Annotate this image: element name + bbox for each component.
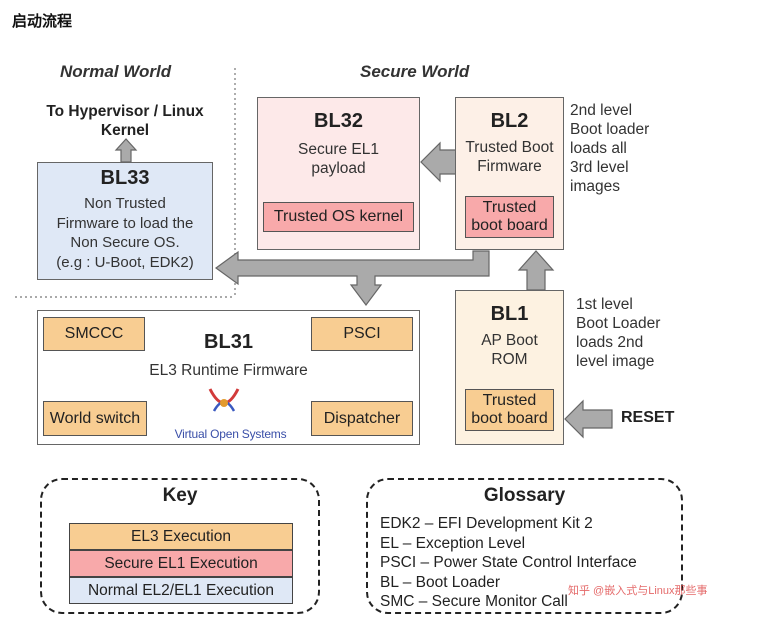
- secure-world-label: Secure World: [360, 62, 470, 81]
- bl2-chip-line: boot board: [471, 217, 548, 234]
- bl2-line: Firmware: [477, 158, 542, 175]
- bl1-title: BL1: [490, 303, 529, 325]
- psci-chip: PSCI: [311, 317, 413, 351]
- glossary-item: SMC – Secure Monitor Call: [380, 593, 568, 610]
- reset-label: RESET: [621, 409, 675, 426]
- normal-world-label: Normal World: [60, 62, 172, 81]
- smccc-chip: SMCCC: [43, 317, 145, 351]
- bl1-note: 1st level Boot Loader loads 2nd level im…: [576, 295, 660, 371]
- glossary-title: Glossary: [483, 485, 566, 506]
- arrow-bl2-to-bl32: [420, 141, 459, 183]
- arrow-bl33-to-kernel: [114, 138, 138, 163]
- bl2-note-line: 3rd level: [570, 159, 629, 176]
- bl33-line: Firmware to load the: [56, 214, 194, 232]
- arrow-bl1-to-bl2: [517, 250, 555, 291]
- glossary-box: Glossary EDK2 – EFI Development Kit 2 EL…: [366, 478, 683, 614]
- bl2-chip-line: Trusted: [482, 199, 537, 216]
- arrow-bl2-to-bl33: [214, 250, 490, 306]
- bl1-note-line: Boot Loader: [576, 315, 661, 332]
- bl33-line: Non Trusted: [84, 195, 166, 212]
- bl1-line: AP Boot: [481, 332, 538, 349]
- glossary-item: EL – Exception Level: [380, 534, 526, 552]
- key-title: Key: [162, 485, 198, 506]
- bl2-trusted-boot-board-chip: Trusted boot board: [465, 196, 554, 238]
- bl2-note: 2nd level Boot loader loads all 3rd leve…: [570, 101, 649, 196]
- bl1-box: BL1 AP Boot ROM Trusted boot board: [455, 290, 564, 445]
- bl1-note-line: loads 2nd: [576, 334, 644, 351]
- bl2-note-line: loads all: [570, 140, 627, 157]
- bl2-description: Trusted Boot Firmware: [456, 138, 563, 176]
- dispatcher-chip: Dispatcher: [311, 401, 413, 436]
- trusted-os-kernel-chip: Trusted OS kernel: [263, 202, 414, 232]
- bl32-description: Secure EL1 payload: [258, 140, 419, 178]
- bl2-title: BL2: [490, 110, 529, 132]
- bl33-description: Non Trusted Firmware to load the Non Sec…: [38, 194, 212, 272]
- bl2-box: BL2 Trusted Boot Firmware Trusted boot b…: [455, 97, 564, 250]
- glossary-item: BL – Boot Loader: [380, 573, 501, 591]
- page-title: 启动流程: [12, 13, 73, 30]
- arrow-reset-to-bl1: [564, 399, 613, 439]
- bl1-note-line: 1st level: [576, 296, 633, 313]
- bl1-description: AP Boot ROM: [456, 331, 563, 369]
- watermark: 知乎 @嵌入式与Linux那些事: [568, 585, 708, 597]
- hypervisor-label: To Hypervisor / Linux Kernel: [46, 103, 204, 139]
- bl32-title: BL32: [314, 110, 363, 132]
- bl31-subtitle: EL3 Runtime Firmware: [149, 362, 308, 379]
- key-row-el3: EL3 Execution: [69, 523, 293, 550]
- bl2-note-line: 2nd level: [570, 102, 633, 119]
- bl31-box: BL31 EL3 Runtime Firmware SMCCC PSCI Wor…: [37, 310, 420, 445]
- bl33-box: BL33 Non Trusted Firmware to load the No…: [37, 162, 213, 280]
- bl1-line: ROM: [491, 351, 528, 368]
- glossary-item: PSCI – Power State Control Interface: [380, 554, 637, 571]
- glossary-list: EDK2 – EFI Development Kit 2 EL – Except…: [380, 514, 637, 612]
- bl1-chip-line: Trusted: [482, 392, 537, 409]
- bl1-trusted-boot-board-chip: Trusted boot board: [465, 389, 554, 431]
- bl32-line: Secure EL1: [298, 141, 379, 158]
- bl31-title: BL31: [204, 331, 253, 353]
- bl1-chip-line: boot board: [471, 410, 548, 427]
- key-row-normal: Normal EL2/EL1 Execution: [69, 577, 293, 604]
- bl2-note-line: images: [570, 178, 620, 195]
- virtual-open-systems-logo-icon: [208, 388, 240, 412]
- key-row-secure-el1: Secure EL1 Execution: [69, 550, 293, 577]
- bl2-note-line: Boot loader: [570, 121, 650, 138]
- glossary-item: EDK2 – EFI Development Kit 2: [380, 515, 593, 532]
- bl1-note-line: level image: [576, 353, 655, 370]
- world-switch-chip: World switch: [43, 401, 147, 436]
- bl32-line: payload: [311, 160, 366, 177]
- bl32-box: BL32 Secure EL1 payload Trusted OS kerne…: [257, 97, 420, 250]
- bl2-line: Trusted Boot: [465, 139, 554, 156]
- bl33-line: Non Secure OS.: [70, 234, 180, 251]
- bl33-line: (e.g : U-Boot, EDK2): [56, 253, 194, 271]
- logo-text: Virtual Open Systems: [174, 427, 287, 441]
- bl33-title: BL33: [100, 167, 150, 189]
- key-box: Key EL3 Execution Secure EL1 Execution N…: [40, 478, 320, 614]
